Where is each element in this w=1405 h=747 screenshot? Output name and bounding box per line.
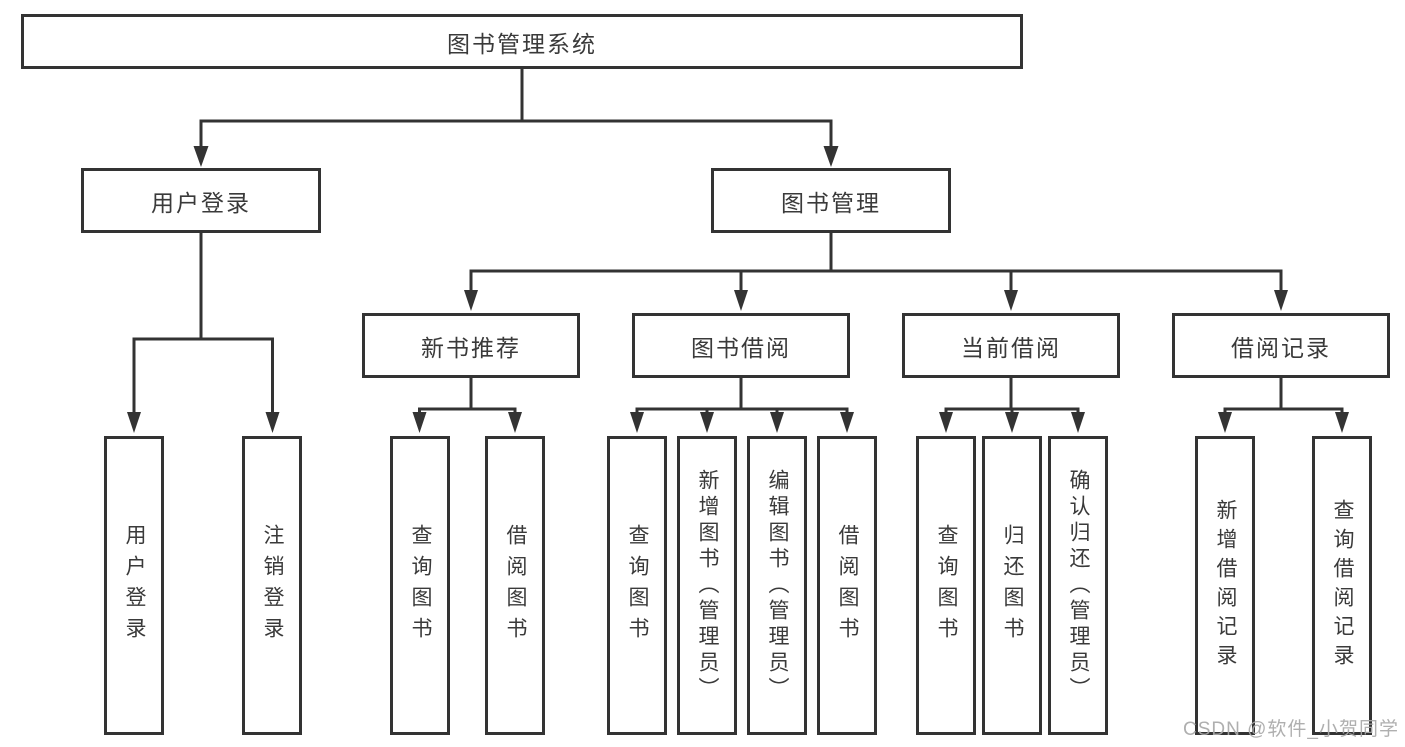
connector-new-book-recommend-to-leaves (412, 378, 522, 433)
leaf-query-books-borrow-label: 查询图书 (626, 523, 649, 648)
leaf-borrow-books-label: 借阅图书 (836, 523, 859, 648)
connector-root-to-level2 (193, 68, 839, 167)
leaf-query-books-current: 查询图书 (916, 436, 976, 735)
leaf-query-books-recommend-label: 查询图书 (409, 523, 432, 648)
leaf-query-borrow-record: 查询借阅记录 (1312, 436, 1372, 735)
leaf-confirm-return-admin: 确认归还（管理员） (1048, 436, 1108, 735)
leaf-confirm-return-admin-label: 确认归还（管理员） (1067, 468, 1090, 703)
connector-book-management-to-level3 (464, 233, 1288, 311)
leaf-return-book: 归还图书 (982, 436, 1042, 735)
node-new-book-recommend: 新书推荐 (362, 313, 580, 378)
leaf-edit-book-admin-label: 编辑图书（管理员） (766, 468, 789, 703)
connector-book-borrow-to-leaves (630, 378, 854, 433)
leaf-borrow-books-recommend: 借阅图书 (485, 436, 545, 735)
leaf-query-borrow-record-label: 查询借阅记录 (1331, 498, 1354, 673)
node-current-borrow-label: 当前借阅 (961, 334, 1061, 361)
node-borrow-records-label: 借阅记录 (1231, 334, 1331, 361)
leaf-add-book-admin-label: 新增图书（管理员） (696, 468, 719, 703)
leaf-query-books-recommend: 查询图书 (390, 436, 450, 735)
leaf-user-login-label: 用户登录 (123, 523, 146, 648)
connector-borrow-records-to-leaves (1218, 378, 1349, 433)
connector-current-borrow-to-leaves (939, 378, 1085, 433)
leaf-add-book-admin: 新增图书（管理员） (677, 436, 737, 735)
node-book-borrow: 图书借阅 (632, 313, 850, 378)
node-root-label: 图书管理系统 (447, 30, 597, 57)
leaf-query-books-borrow: 查询图书 (607, 436, 667, 735)
node-borrow-records: 借阅记录 (1172, 313, 1390, 378)
node-current-borrow: 当前借阅 (902, 313, 1120, 378)
connector-user-login-to-leaves (127, 233, 280, 433)
leaf-query-books-current-label: 查询图书 (935, 523, 958, 648)
leaf-logout: 注销登录 (242, 436, 302, 735)
node-book-borrow-label: 图书借阅 (691, 334, 791, 361)
node-book-management: 图书管理 (711, 168, 951, 233)
leaf-add-borrow-record: 新增借阅记录 (1195, 436, 1255, 735)
leaf-return-book-label: 归还图书 (1001, 523, 1024, 648)
leaf-borrow-books: 借阅图书 (817, 436, 877, 735)
watermark-text: CSDN @软件_小贺同学 (1183, 719, 1399, 740)
node-root-system: 图书管理系统 (21, 14, 1023, 69)
node-user-login: 用户登录 (81, 168, 321, 233)
leaf-logout-label: 注销登录 (261, 523, 284, 648)
leaf-user-login: 用户登录 (104, 436, 164, 735)
node-book-management-label: 图书管理 (781, 189, 881, 216)
leaf-edit-book-admin: 编辑图书（管理员） (747, 436, 807, 735)
node-new-book-recommend-label: 新书推荐 (421, 334, 521, 361)
leaf-add-borrow-record-label: 新增借阅记录 (1214, 498, 1237, 673)
node-user-login-label: 用户登录 (151, 189, 251, 216)
leaf-borrow-books-recommend-label: 借阅图书 (504, 523, 527, 648)
